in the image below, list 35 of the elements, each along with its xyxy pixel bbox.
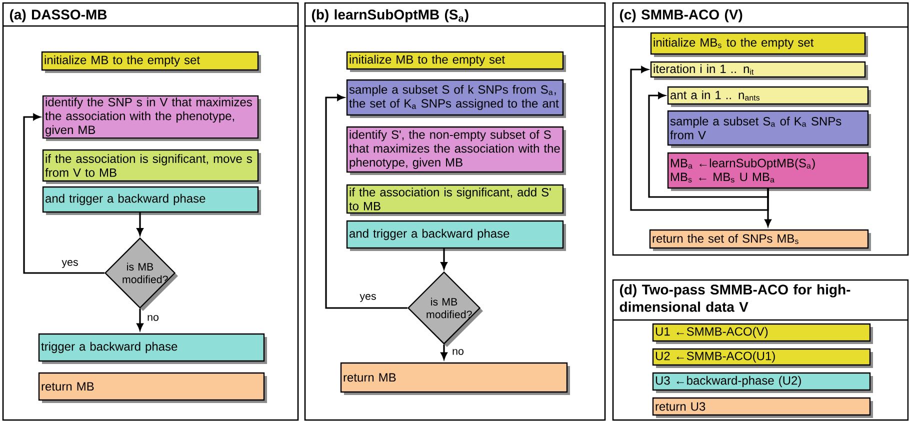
arrow xyxy=(630,66,769,211)
step-box: U2 ←SMMB-ACO(U1) xyxy=(652,348,873,368)
arrow xyxy=(440,248,448,270)
step-box: U3 ←backward-phase (U2) xyxy=(652,372,873,393)
step-box: return the set of SNPs MB$_{s}$ xyxy=(649,229,871,251)
step-box: identify the SNP s in V that maximizes the association with the phenotype, given MB xyxy=(42,95,261,141)
step-box: iteration i in 1 .. n$_{it}$ xyxy=(650,61,868,80)
edge-label: no xyxy=(450,348,466,356)
step-box: initialize MB$_{s}$ to the empty set xyxy=(650,32,868,57)
step-box: U1 ←SMMB-ACO(V) xyxy=(652,323,873,344)
step-box: identify S', the non-empty subset of S that maximizes the association with the phenotype, given MB xyxy=(346,126,566,175)
arrow xyxy=(136,212,144,236)
edge-label: no xyxy=(146,314,160,322)
step-box: return MB xyxy=(38,372,267,403)
step-box: MB$_{a}$ ←learnSubOptMB(S$_{a}$) MB$_{s}$ ← MB$_{s}$ U MB$_{a}$ xyxy=(667,152,871,191)
edge-label: yes xyxy=(60,258,80,270)
arrow xyxy=(440,344,448,360)
step-box: if the association is significant, add S' to MB xyxy=(346,184,566,216)
step-box: if the association is significant, move s from V to MB xyxy=(42,149,261,184)
step-box: and trigger a backward phase xyxy=(42,186,261,215)
step-box: ant a in 1 .. n$_{ants}$ xyxy=(667,86,871,107)
edge-label: yes xyxy=(358,292,378,304)
step-box: and trigger a backward phase xyxy=(346,220,566,251)
step-box: sample a subset S of k SNPs from S$_{a}$, the set of K$_{a}$ SNPs assigned to the ant xyxy=(346,79,566,118)
arrow xyxy=(136,308,144,330)
step-box: return U3 xyxy=(652,397,873,418)
step-box: sample a subset S$_{a}$ of K$_{a}$ SNPs from V xyxy=(667,110,871,148)
step-box: initialize MB to the empty set xyxy=(346,51,566,72)
arrow xyxy=(648,92,769,198)
arrow xyxy=(325,94,408,309)
step-box: initialize MB to the empty set xyxy=(41,51,261,73)
arrow xyxy=(764,188,772,226)
arrow xyxy=(23,114,104,274)
step-box: return MB xyxy=(340,362,570,395)
step-box: trigger a backward phase xyxy=(38,333,267,364)
